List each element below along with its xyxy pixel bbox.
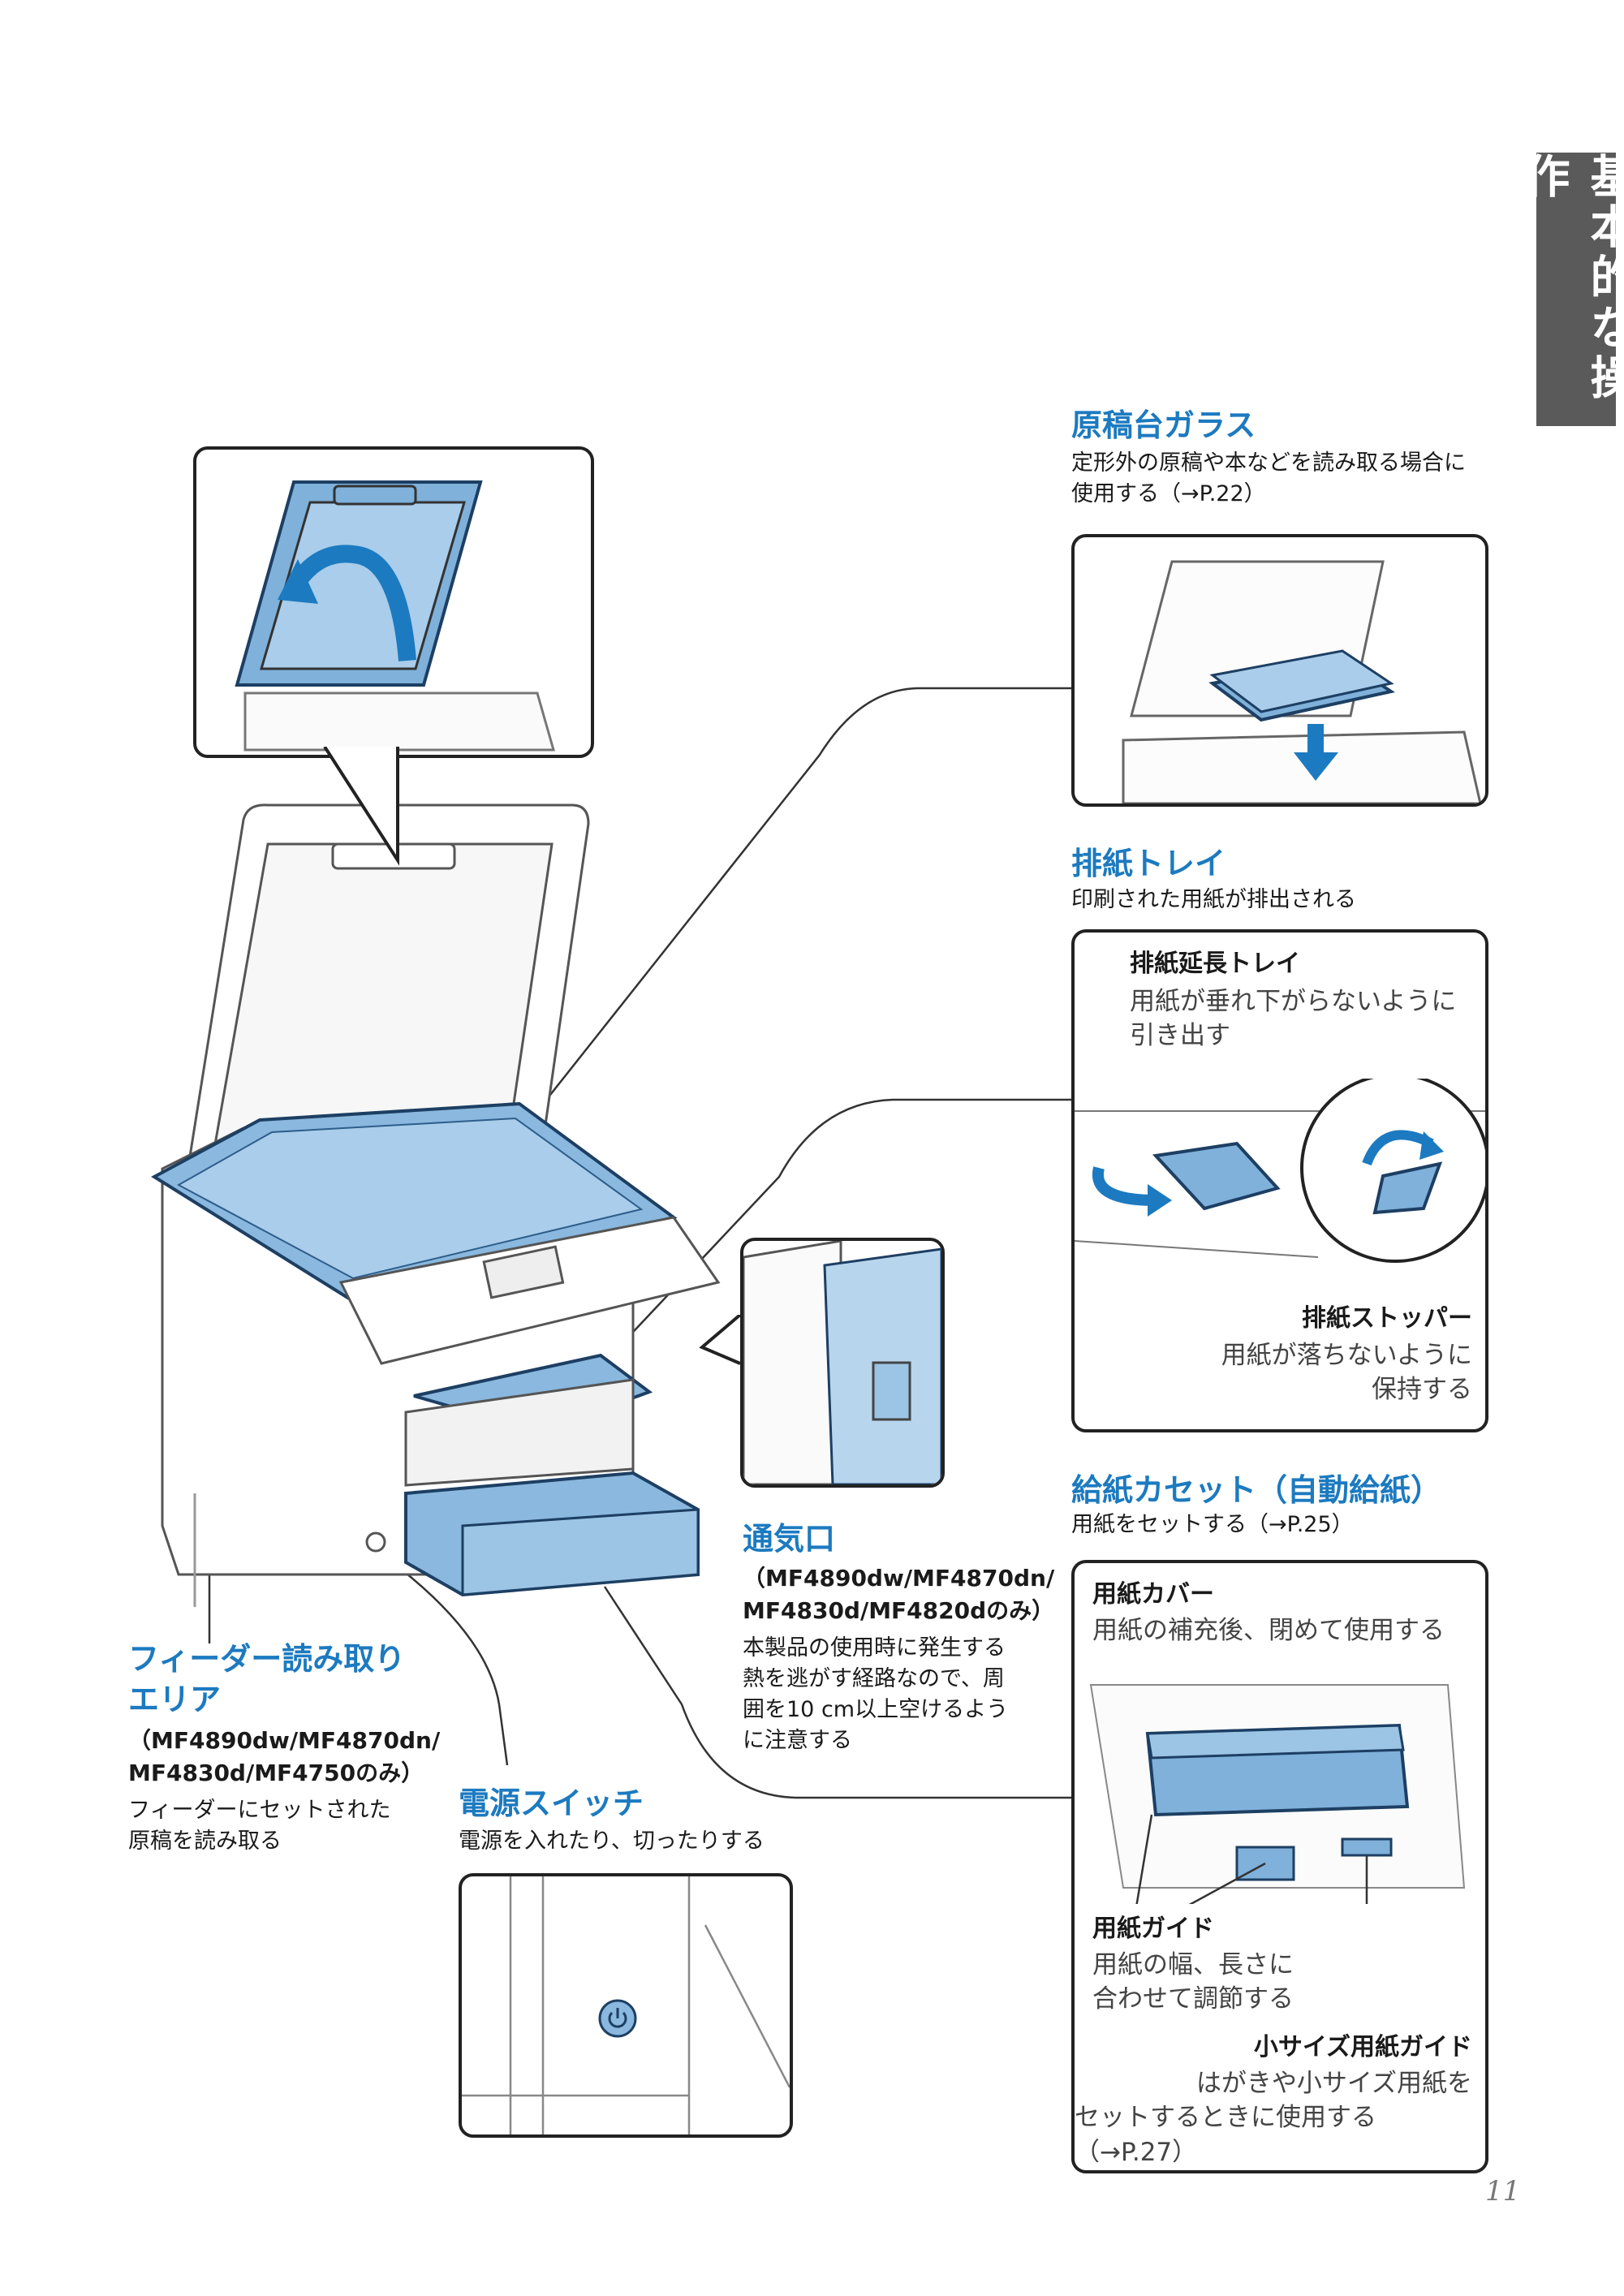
output-tray-desc: 印刷された用紙が排出される <box>1071 887 1356 912</box>
vent-zoom-panel <box>740 1238 945 1488</box>
output-tray-panel: 排紙延長トレイ 用紙が垂れ下がらないように 引き出す 排紙ストッパー 用紙が落ち… <box>1071 929 1488 1432</box>
small-guide-desc-line2: セットするときに使用する（→P.27） <box>1075 2103 1376 2167</box>
feeder-models-line2: MF4830d/MF4750のみ） <box>128 1760 424 1786</box>
feeder-desc-line1: フィーダーにセットされた <box>128 1798 391 1823</box>
paper-guides-desc-line1: 用紙の幅、長さに <box>1092 1950 1294 1979</box>
vent-desc-line3: 囲を10 cm以上空けるよう <box>743 1697 1009 1722</box>
down-arrow-icon <box>1294 724 1338 781</box>
zoom-pointer <box>323 747 399 866</box>
feeder-title-line2: エリア <box>128 1682 222 1717</box>
printer-illustration <box>146 795 730 1607</box>
vent-pointer <box>699 1315 742 1365</box>
section-tab: 基本的な操作 <box>1517 153 1624 426</box>
vent-desc-line2: 熱を逃がす経路なので、周 <box>743 1666 1005 1691</box>
rotate-arrow-icon <box>286 545 416 661</box>
power-icon <box>598 1999 637 2038</box>
power-title: 電源スイッチ <box>459 1786 644 1821</box>
extension-desc-line2: 引き出す <box>1130 1021 1230 1050</box>
page-number: 11 <box>1485 2175 1521 2208</box>
vent-title: 通気口 <box>743 1521 836 1557</box>
output-tray-title: 排紙トレイ <box>1071 846 1226 881</box>
paper-cover-title: 用紙カバー <box>1092 1580 1214 1609</box>
extension-desc-line1: 用紙が垂れ下がらないように <box>1130 987 1457 1016</box>
stopper-desc-line1: 用紙が落ちないように <box>1221 1341 1472 1370</box>
vent-desc-line1: 本製品の使用時に発生する <box>743 1635 1006 1661</box>
glass-desc-line1: 定形外の原稿や本などを読み取る場合に <box>1071 450 1466 476</box>
vent-models-line2: MF4830d/MF4820dのみ） <box>743 1597 1055 1624</box>
feeder-desc-line2: 原稿を読み取る <box>128 1829 282 1854</box>
power-panel <box>459 1873 793 2138</box>
paper-guides-title: 用紙ガイド <box>1092 1915 1214 1943</box>
feeder-models-line1: （MF4890dw/MF4870dn/ <box>128 1727 441 1754</box>
cassette-panel: 用紙カバー 用紙の補充後、閉めて使用する 用紙ガイド 用紙の幅、長さに 合わせて… <box>1071 1560 1488 2173</box>
section-tab-label: 基本的な操作 <box>1517 153 1624 404</box>
cassette-desc: 用紙をセットする（→P.25） <box>1071 1512 1354 1537</box>
feeder-zoom-panel <box>193 446 594 758</box>
small-guide-desc-line1: はがきや小サイズ用紙を <box>1195 2069 1472 2098</box>
glass-title: 原稿台ガラス <box>1071 407 1256 443</box>
stopper-title: 排紙ストッパー <box>1302 1304 1472 1333</box>
glass-panel <box>1071 534 1488 807</box>
paper-cover-desc: 用紙の補充後、閉めて使用する <box>1092 1616 1445 1645</box>
power-desc: 電源を入れたり、切ったりする <box>459 1829 765 1854</box>
extension-title: 排紙延長トレイ <box>1130 950 1300 978</box>
cassette-title: 給紙カセット（自動給紙） <box>1071 1472 1442 1508</box>
glass-desc-line2: 使用する（→P.22） <box>1071 481 1266 506</box>
stopper-desc-line2: 保持する <box>1372 1375 1472 1404</box>
vent-models-line1: （MF4890dw/MF4870dn/ <box>743 1565 1055 1592</box>
paper-guides-desc-line2: 合わせて調節する <box>1092 1984 1294 2014</box>
feeder-title-line1: フィーダー読み取り <box>128 1641 406 1677</box>
vent-desc-line4: に注意する <box>743 1728 852 1753</box>
small-guide-title: 小サイズ用紙ガイド <box>1253 2033 1472 2061</box>
